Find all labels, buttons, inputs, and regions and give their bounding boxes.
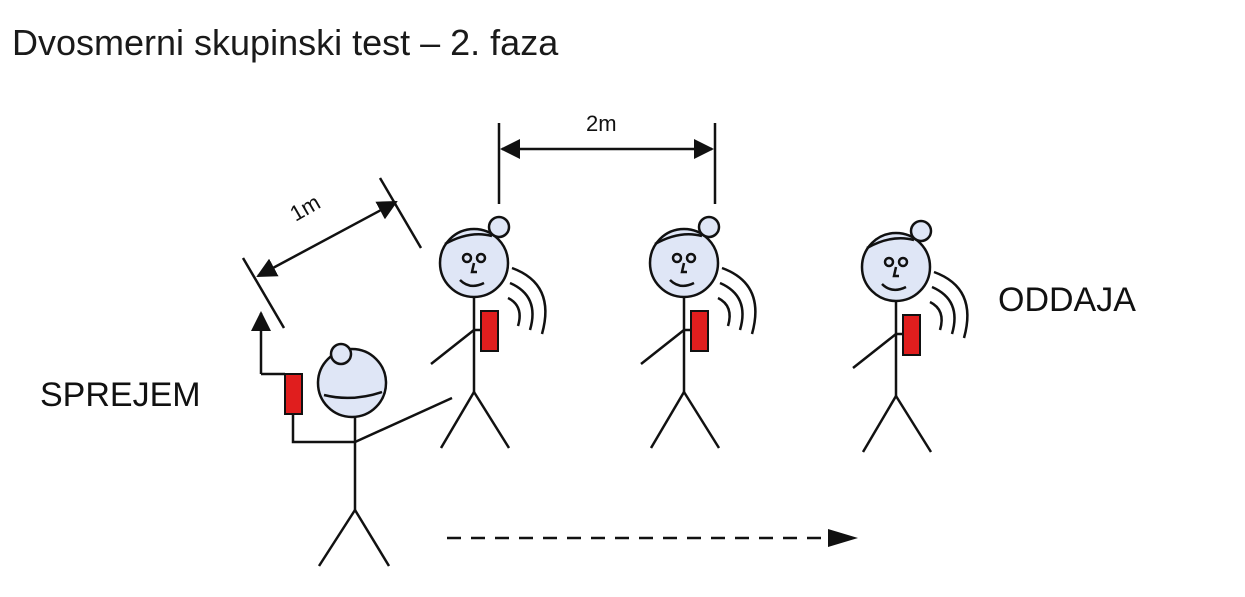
signal-waves-icon <box>507 266 547 335</box>
radio-device-icon <box>480 310 499 352</box>
radio-device-icon <box>284 373 303 415</box>
signal-waves-icon <box>929 270 969 339</box>
dimension-2m <box>497 123 717 204</box>
signal-waves-icon <box>717 266 757 335</box>
radio-device-icon <box>902 314 921 356</box>
dashed-arrow-right-icon <box>447 529 858 547</box>
dimension-1m <box>241 177 423 329</box>
receive-label: SPREJEM <box>40 376 201 414</box>
dimension-2m-label: 2m <box>586 111 617 136</box>
group-person-3 <box>852 219 969 453</box>
diagram-title: Dvosmerni skupinski test – 2. faza <box>12 22 559 63</box>
transmit-label: ODDAJA <box>998 281 1136 319</box>
group-person-1 <box>430 215 547 449</box>
group-person-2 <box>640 215 757 449</box>
radio-device-icon <box>690 310 709 352</box>
receiver-person <box>251 311 453 567</box>
